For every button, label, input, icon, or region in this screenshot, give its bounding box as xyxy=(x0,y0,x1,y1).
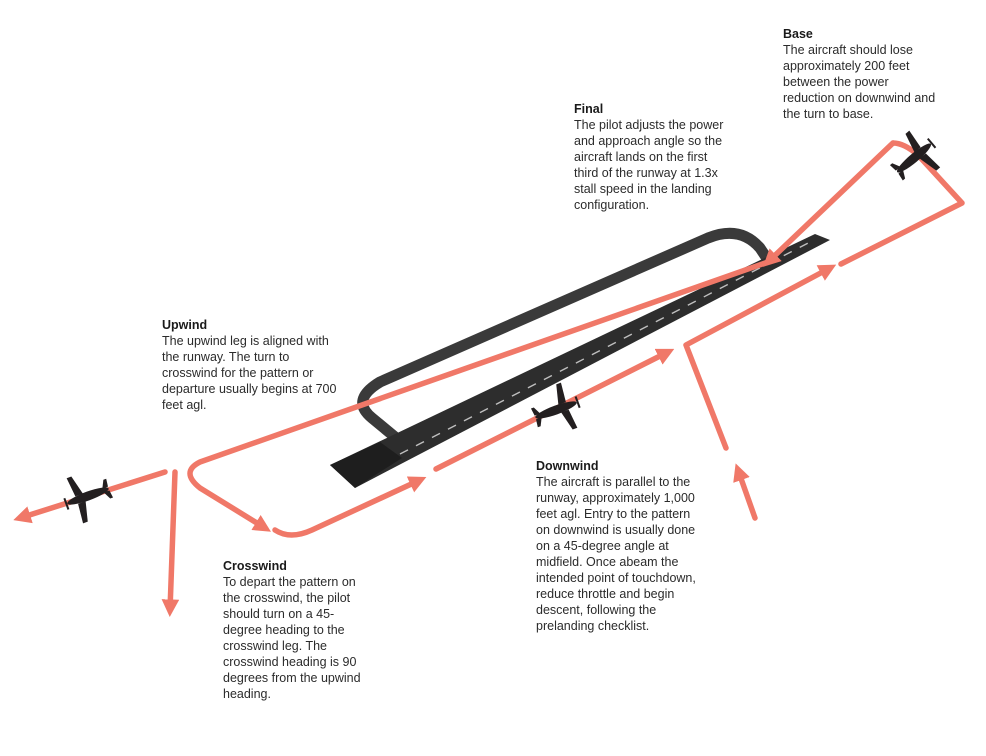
base-description: The aircraft should lose approximately 2… xyxy=(783,43,936,121)
runway-threshold xyxy=(330,442,402,488)
downwind-title: Downwind xyxy=(536,459,599,473)
entry-arrow-path xyxy=(733,463,758,521)
airplane-icon xyxy=(880,124,948,192)
upwind-leg-path xyxy=(187,259,771,532)
upwind-title: Upwind xyxy=(162,318,208,332)
base-title: Base xyxy=(783,27,813,41)
base-leg-path xyxy=(838,140,965,267)
downwind-note: Downwind The aircraft is parallel to the… xyxy=(536,458,706,634)
crosswind-description: To depart the pattern on the crosswind, … xyxy=(223,575,361,701)
departure-crosswind-path xyxy=(161,469,180,618)
final-title: Final xyxy=(574,102,604,116)
final-description: The pilot adjusts the power and approach… xyxy=(574,118,724,212)
runway-centerline xyxy=(399,240,813,455)
airplane-icon xyxy=(57,465,118,527)
downwind-description: The aircraft is parallel to the runway, … xyxy=(536,475,696,633)
final-note: Final The pilot adjusts the power and ap… xyxy=(574,101,724,213)
upwind-description: The upwind leg is aligned with the runwa… xyxy=(162,334,337,412)
crosswind-title: Crosswind xyxy=(223,559,287,573)
taxiway xyxy=(357,227,774,443)
final-leg-path xyxy=(762,140,896,267)
crosswind-leg-path xyxy=(272,476,427,538)
upwind-note: Upwind The upwind leg is aligned with th… xyxy=(162,317,342,413)
entry-leg-path xyxy=(683,264,837,451)
base-note: Base The aircraft should lose approximat… xyxy=(783,26,943,122)
crosswind-note: Crosswind To depart the pattern on the c… xyxy=(223,558,373,702)
